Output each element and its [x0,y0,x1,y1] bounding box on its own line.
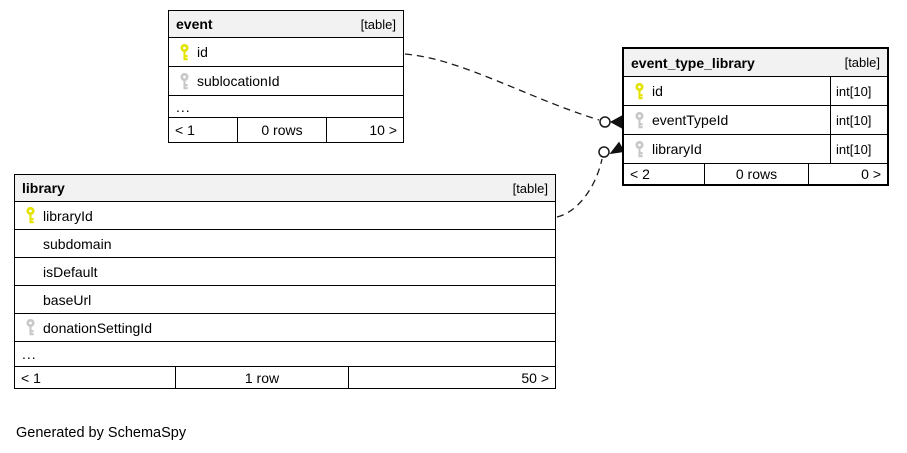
foreign-key-icon [171,72,197,90]
generator-credit: Generated by SchemaSpy [16,425,187,441]
primary-key-icon [17,207,43,224]
table-type-badge: [table] [512,180,548,196]
column-row-library-subdomain[interactable]: subdomain [15,230,555,258]
odot-endpoint-libraryId [598,146,610,158]
table-event-type-library: event_type_library [table] id int[10] [622,47,889,186]
column-type: int[10] [830,106,887,134]
column-row-library-baseUrl[interactable]: baseUrl [15,286,555,314]
table-stats-bar: < 1 1 row 50 > [15,367,555,388]
table-type-badge: [table] [360,16,396,32]
child-count: 0 > [808,164,887,184]
parent-count: < 1 [21,369,41,386]
primary-key-icon [171,43,197,61]
column-row-library-libraryId[interactable]: libraryId [15,202,555,230]
column-row-event-id[interactable]: id [169,38,403,67]
column-type: int[10] [830,77,887,105]
child-count: 50 > [348,367,555,388]
parent-count: < 2 [630,166,650,182]
column-name: donationSettingId [43,319,152,336]
table-name[interactable]: event [176,16,213,32]
parent-count: < 1 [175,122,195,138]
row-count: 1 row [175,367,348,388]
table-type-badge: [table] [844,55,880,70]
table-header-event-type-library[interactable]: event_type_library [table] [624,49,887,77]
column-name: id [652,83,663,99]
arrowhead-eventTypeId [609,115,623,129]
fk-curve-event-to-event-type-library [404,53,600,121]
table-header-library[interactable]: library [table] [15,175,555,202]
column-name: sublocationId [197,73,280,89]
odot-endpoint-eventTypeId [599,116,611,128]
child-count: 10 > [326,118,403,142]
column-name: eventTypeId [652,112,729,128]
column-name: libraryId [652,141,702,157]
table-event: event [table] id sublocationId ... [168,10,404,143]
column-row-event-sublocationId[interactable]: sublocationId [169,67,403,96]
table-name[interactable]: event_type_library [631,54,755,71]
hidden-columns-ellipsis: ... [15,342,555,367]
column-name: subdomain [43,235,112,252]
table-stats-bar: < 1 0 rows 10 > [169,118,403,142]
column-row-etl-eventTypeId[interactable]: eventTypeId int[10] [624,106,887,135]
column-type: int[10] [830,135,887,163]
column-row-library-isDefault[interactable]: isDefault [15,258,555,286]
fk-curve-library-to-event-type-library [556,158,603,218]
primary-key-icon [626,82,652,100]
table-name[interactable]: library [22,180,65,196]
row-count: 0 rows [237,118,326,142]
column-row-library-donationSettingId[interactable]: donationSettingId [15,314,555,342]
column-row-etl-libraryId[interactable]: libraryId int[10] [624,135,887,164]
row-count: 0 rows [704,164,808,184]
foreign-key-icon [626,111,652,129]
column-name: isDefault [43,263,98,280]
column-name: baseUrl [43,291,92,308]
table-stats-bar: < 2 0 rows 0 > [624,164,887,184]
foreign-key-icon [626,140,652,158]
table-header-event[interactable]: event [table] [169,11,403,38]
hidden-columns-ellipsis: ... [169,96,403,118]
column-row-etl-id[interactable]: id int[10] [624,77,887,106]
foreign-key-icon [17,319,43,336]
table-library: library [table] libraryId subdomain isDe… [14,174,556,389]
column-name: id [197,44,208,60]
column-name: libraryId [43,207,93,224]
